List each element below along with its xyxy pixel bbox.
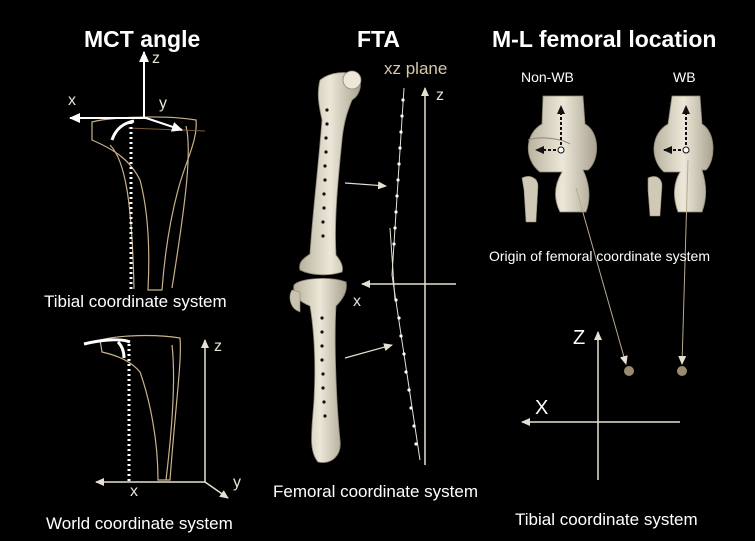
ml-caption: Tibial coordinate system xyxy=(515,511,698,528)
world-axes xyxy=(96,340,228,498)
origin-marker-non-wb xyxy=(558,147,564,153)
fta-title: FTA xyxy=(357,28,400,51)
fta-projected-axes xyxy=(390,88,420,460)
fta-x-label: x xyxy=(353,294,361,310)
mct-top-y-label: y xyxy=(159,96,167,112)
femur-bone xyxy=(300,71,361,275)
mct-world-caption: World coordinate system xyxy=(46,515,233,532)
tibia-outline-top xyxy=(92,117,196,290)
mct-bottom-x-label: x xyxy=(130,484,138,500)
mct-bottom-z-label: z xyxy=(214,339,222,355)
mct-angle-marker-bottom xyxy=(84,340,130,358)
knee-non-wb xyxy=(522,96,597,222)
tibia-bone xyxy=(290,278,346,462)
ml-non-wb-label: Non-WB xyxy=(521,70,574,84)
tibia-outline-bottom xyxy=(100,336,180,480)
origin-marker-wb xyxy=(683,147,689,153)
fta-caption: Femoral coordinate system xyxy=(273,483,478,500)
ml-wb-label: WB xyxy=(673,70,696,84)
ml-x-label: X xyxy=(535,398,548,418)
mct-tibial-caption: Tibial coordinate system xyxy=(44,293,227,310)
mct-title: MCT angle xyxy=(84,28,200,51)
ml-origin-caption: Origin of femoral coordinate system xyxy=(489,249,710,263)
origin-dot-wb xyxy=(677,366,687,376)
mct-bottom-y-label: y xyxy=(233,475,241,491)
mct-top-x-label: x xyxy=(68,93,76,109)
femoral-axes xyxy=(362,88,456,465)
fta-plane-label: xz plane xyxy=(384,60,447,77)
top-axes xyxy=(70,52,182,130)
ml-title: M-L femoral location xyxy=(492,28,717,51)
fta-axis-dots xyxy=(392,98,417,445)
fta-z-label: z xyxy=(436,88,444,104)
fta-pointer-arrows xyxy=(345,183,392,358)
mct-top-z-label: z xyxy=(152,51,160,67)
ml-z-label: Z xyxy=(573,328,585,348)
origin-dot-non-wb xyxy=(624,366,634,376)
knee-wb xyxy=(648,96,713,216)
